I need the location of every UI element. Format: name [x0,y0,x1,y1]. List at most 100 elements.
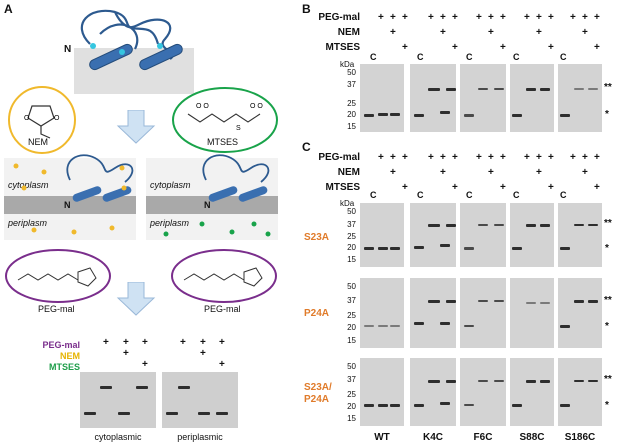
plus-sign: + [440,27,446,38]
result-cytoplasmic: cytoplasmic [94,432,142,442]
mw-marker: 20 [347,110,356,119]
protein-in-membrane-right [202,154,270,202]
reagent-pegmal-c: PEG-mal [318,152,360,163]
gel-band [464,114,474,117]
plus-sign: + [402,182,408,193]
protein-membrane-cartoon [74,9,194,94]
plus-sign: + [390,167,396,178]
plus-sign: + [524,152,530,163]
panel-b-letter: B [302,2,311,16]
plus-sign: + [440,12,446,23]
gel-b-wt [360,64,404,132]
schematic-band [198,412,210,415]
plus-sign: + [452,152,458,163]
mw-marker: 15 [347,336,356,345]
gel-band [512,247,522,250]
mw-marker: 20 [347,323,356,332]
gel-band [446,224,456,227]
down-arrow-icon [116,110,156,144]
schematic-gel-periplasmic [162,372,238,428]
mtses-oval: O O S O O [172,87,278,153]
gel-band [446,88,456,91]
gel-band [574,88,584,90]
gel-band [560,404,570,407]
double-star-marker: ** [604,295,612,306]
gel-band [588,88,598,90]
plus-sign: + [123,337,129,348]
plus-sign: + [524,12,530,23]
pegmal-oval-left [5,249,111,303]
plus-sign: + [440,152,446,163]
gel-band [364,404,374,407]
plus-sign: + [142,359,148,370]
nem-oval: O O [8,86,76,154]
gel-band [526,302,536,304]
gel-band [540,88,550,91]
control-label: C [513,52,520,62]
plus-sign: + [548,42,554,53]
mw-marker: 50 [347,68,356,77]
gel-band [540,380,550,383]
gel-band [414,114,424,117]
mw-marker: 37 [347,80,356,89]
plus-sign: + [123,348,129,359]
mtses-dots [163,221,271,237]
gel-band [446,380,456,383]
plus-sign: + [536,152,542,163]
gel-band [526,88,536,91]
plus-sign: + [582,167,588,178]
control-label: C [370,52,377,62]
gel-band [390,113,400,116]
reagent-pegmal-b: PEG-mal [318,12,360,23]
gel-c1-k4c [410,203,456,267]
mw-marker: 25 [347,99,356,108]
plus-sign: + [594,42,600,53]
plus-sign: + [536,167,542,178]
plus-sign: + [452,12,458,23]
lane-label-wt: WT [374,432,390,443]
plus-sign: + [200,337,206,348]
panel-a-letter: A [4,2,13,16]
plus-sign: + [452,182,458,193]
gel-c1-s186c [558,203,602,267]
plus-sign: + [103,337,109,348]
gel-band [526,380,536,383]
gel-band [588,224,598,226]
svg-text:O: O [54,115,60,122]
mw-marker: 15 [347,122,356,131]
cysteine-dot [119,49,125,55]
schematic-band [216,412,228,415]
gel-c2-f6c [460,278,506,348]
mw-marker: 50 [347,282,356,291]
plus-sign: + [500,42,506,53]
gel-c3-f6c [460,358,506,426]
gel-band [494,300,504,302]
gel-c3-s88c [510,358,554,426]
plus-sign: + [142,337,148,348]
plus-sign: + [500,182,506,193]
gel-band [526,224,536,227]
kda-label: kDa [340,60,355,69]
gel-band [574,380,584,382]
kda-label: kDa [340,199,355,208]
lane-label-s186c: S186C [564,432,596,443]
double-star-marker: ** [604,218,612,229]
gel-band [478,380,488,382]
panel-c-letter: C [302,140,311,154]
plus-sign: + [594,12,600,23]
gel-band [440,111,450,114]
periplasm-label-right: periplasm [150,218,190,228]
plus-sign: + [570,12,576,23]
protein-loops [80,9,174,60]
gel-c3-wt [360,358,404,426]
plus-sign: + [378,12,384,23]
control-label: C [560,190,567,200]
control-label: C [513,190,520,200]
plus-sign: + [378,152,384,163]
gel-c2-k4c [410,278,456,348]
plus-sign: + [390,152,396,163]
plus-sign: + [536,12,542,23]
star-marker: * [605,109,609,120]
row-label-s23a-p24a: S23A/ P24A [304,382,332,406]
mw-marker: 25 [347,311,356,320]
